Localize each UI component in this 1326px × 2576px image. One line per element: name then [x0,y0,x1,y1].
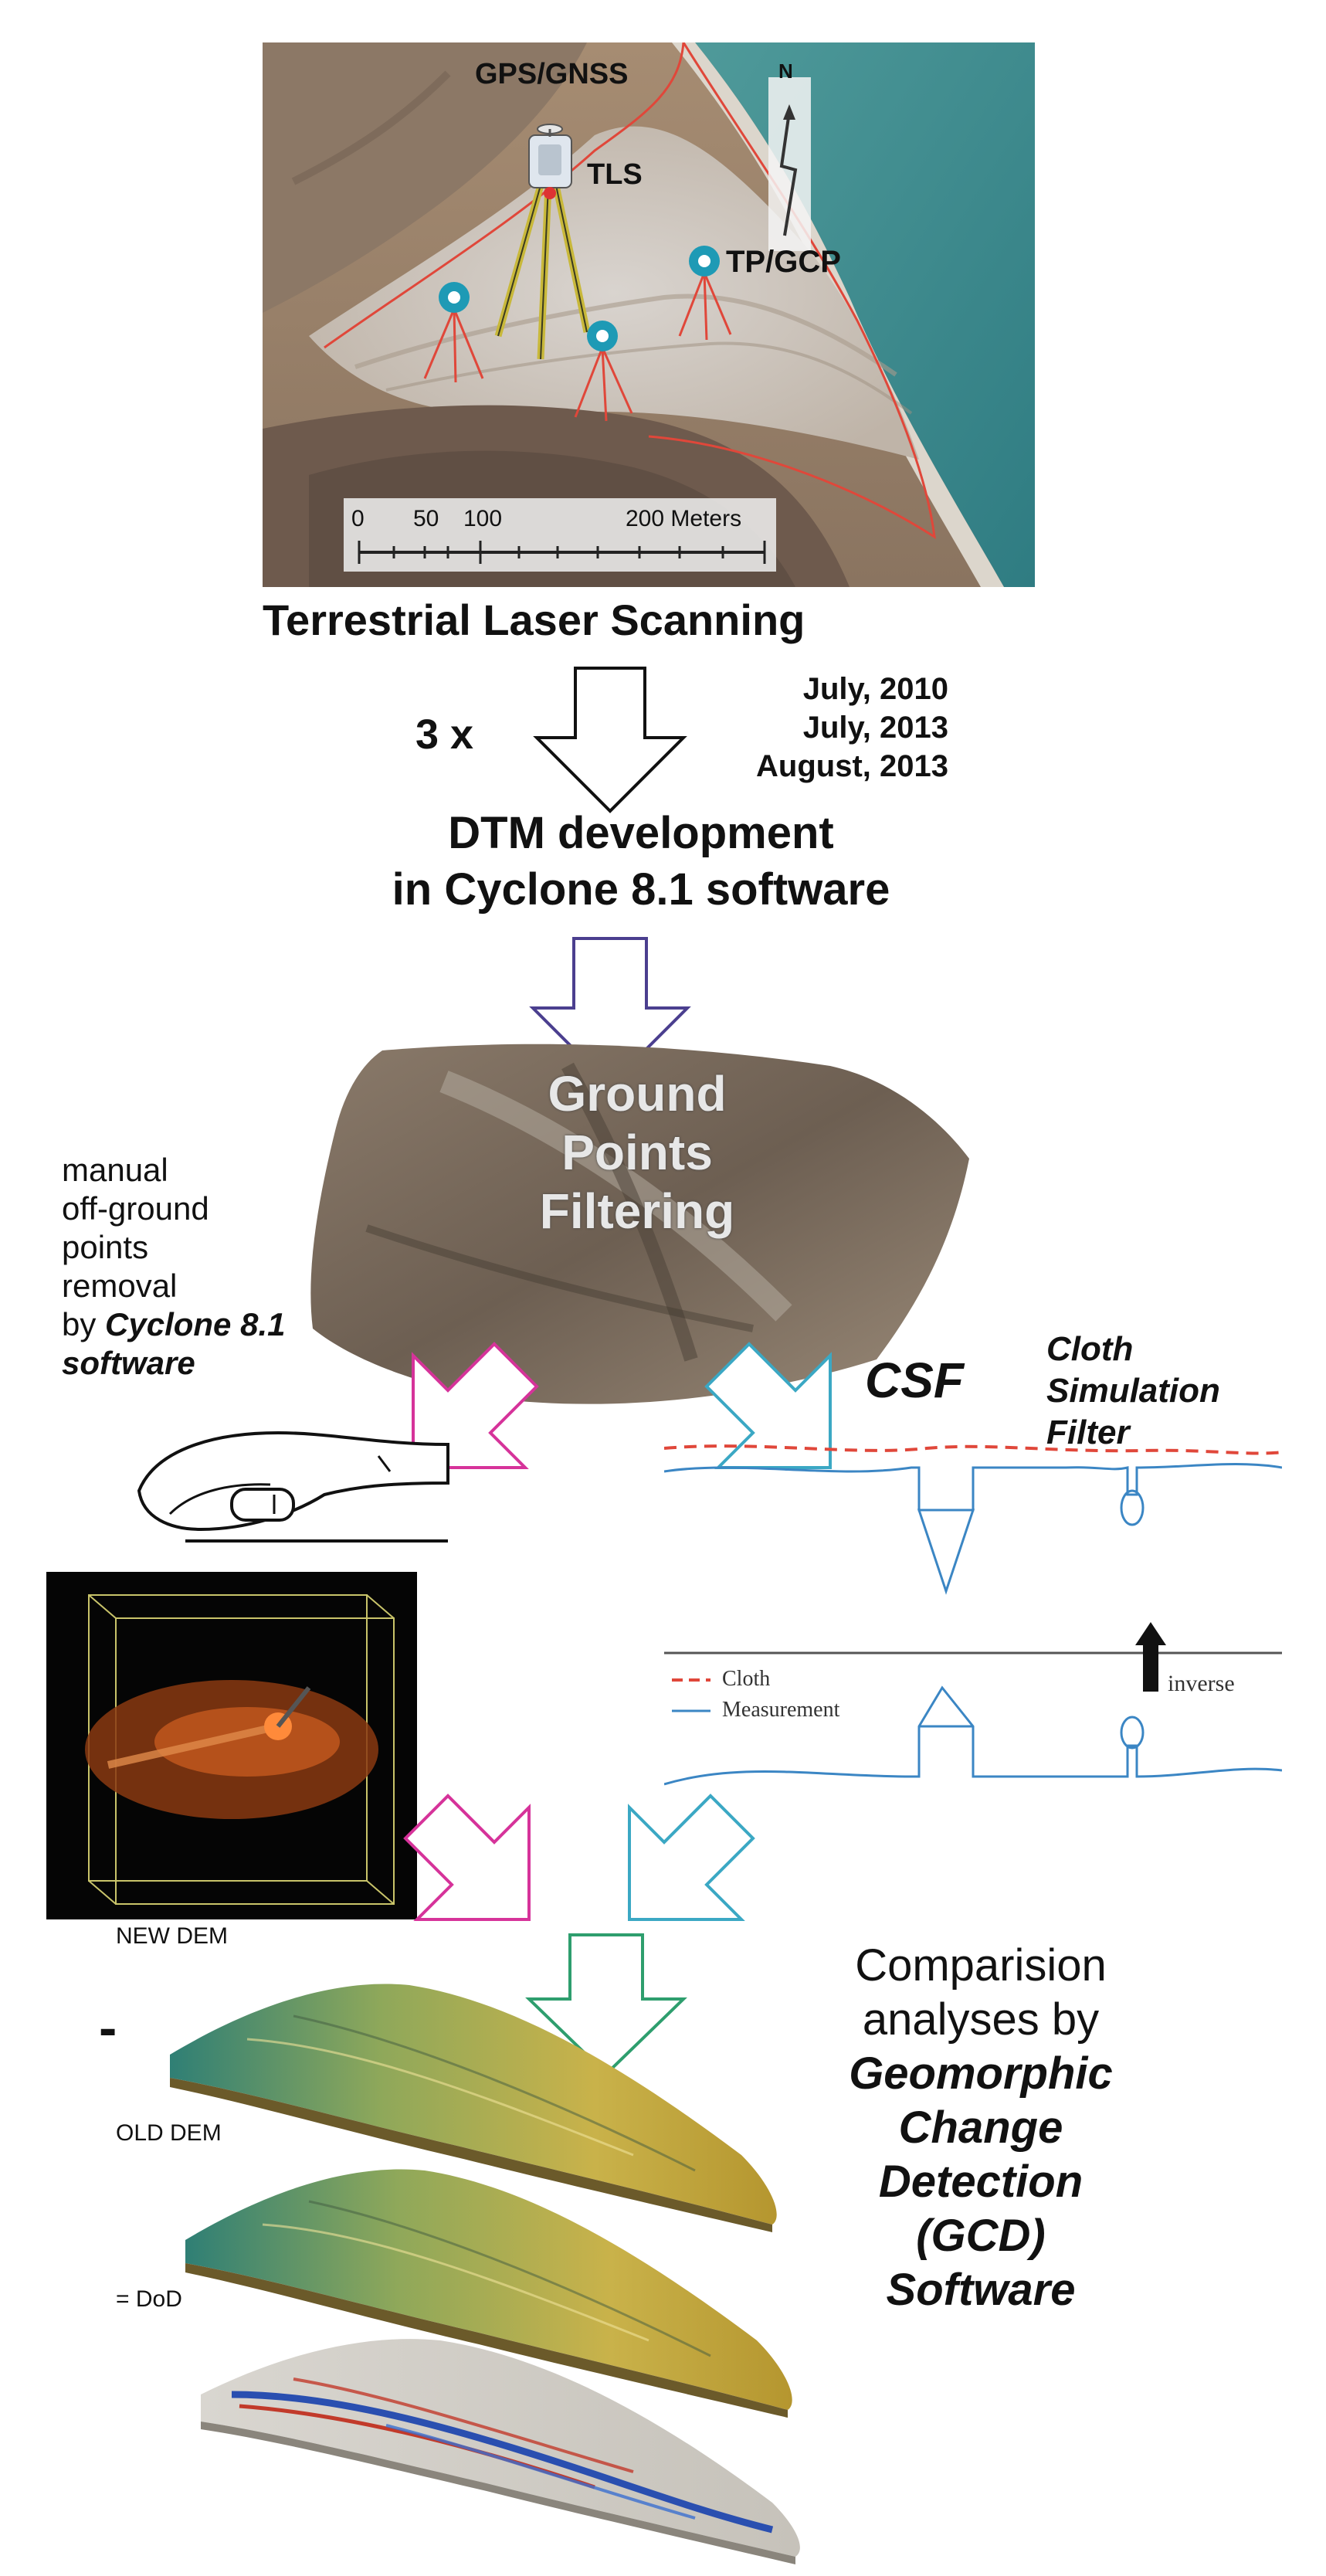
satellite-map: GPS/GNSS TLS TP/GCP N 0 50 100 200 Meter… [263,42,1035,587]
flow-arrow-down-2 [529,937,691,1088]
flow-arrow-down-3 [525,1933,687,2076]
dod-label: = DoD [116,2286,182,2312]
manual-line-2: off-ground [62,1190,209,1227]
comparison-line6: (GCD) [916,2211,1046,2261]
manual-line-3: points [62,1229,149,1265]
manual-software: software [62,1345,195,1381]
manual-cyclone: Cyclone 8.1 [105,1306,286,1342]
north-arrow-icon [768,77,811,251]
comparison-line7: Software [886,2265,1076,2315]
map-graphic [263,42,1035,587]
manual-line-1: manual [62,1152,168,1188]
dod-surface [201,2339,800,2564]
new-dem-surface [170,1984,777,2232]
scale-tick-50: 50 [413,506,439,531]
csf-name-line1: Cloth [1046,1330,1134,1368]
scale-bar [344,498,776,572]
manual-by: by [62,1306,97,1342]
old-dem-label: OLD DEM [116,2120,222,2146]
csf-name-line2: Simulation [1046,1372,1220,1410]
comparison-line3: Geomorphic [849,2048,1113,2099]
comparison-line2: analyses by [862,1994,1100,2045]
manual-3d-view [46,1572,417,1919]
scale-tick-200: 200 Meters [626,506,742,531]
dtm-title-line1: DTM development [448,808,834,858]
north-label: N [778,59,793,83]
filtering-title-line1: Ground [548,1066,727,1122]
scan-date-3: August, 2013 [756,749,948,783]
legend-measurement: Measurement [722,1698,840,1722]
comparison-line5: Detection [878,2157,1084,2207]
scan-count-label: 3 x [415,711,474,758]
csf-schematic [664,1444,1282,1786]
scan-date-2: July, 2013 [802,711,948,745]
comparison-line4: Change [898,2103,1063,2153]
comparison-text: Comparision analyses by Geomorphic Chang… [780,1939,1182,2317]
gps-gnss-label: GPS/GNSS [475,58,629,90]
point-cloud-image [310,1044,969,1404]
flow-arrow-csf-2 [628,1794,755,1921]
flow-arrow-csf-1 [704,1342,832,1469]
tls-label: TLS [587,158,643,191]
filtering-title-line2: Points [561,1125,713,1180]
manual-line-5: by Cyclone 8.1 [62,1305,285,1344]
tls-title: Terrestrial Laser Scanning [263,596,805,644]
inverse-label: inverse [1168,1671,1235,1696]
manual-line-4: removal [62,1268,178,1304]
tp-gcp-label: TP/GCP [726,245,841,279]
dtm-title-line2: in Cyclone 8.1 software [392,864,890,915]
flow-arrow-manual-2 [403,1794,531,1921]
flow-arrow-down-1 [533,667,687,813]
hand-mouse-icon [137,1431,449,1543]
scale-tick-100: 100 [463,506,503,531]
target-marker-3 [678,246,732,341]
target-marker-2 [574,321,633,422]
scale-tick-0: 0 [351,506,365,531]
old-dem-surface [185,2169,792,2418]
legend-cloth: Cloth [722,1667,771,1691]
csf-name: Cloth Simulation Filter [1046,1329,1220,1454]
comparison-line1: Comparision [855,1940,1107,1991]
target-marker-1 [423,282,484,383]
csf-name-line3: Filter [1046,1414,1130,1451]
minus-sign: - [99,1997,117,2058]
filtering-title: Ground Points Filtering [452,1064,822,1240]
dem-stack-graphic [170,1984,800,2564]
scan-date-1: July, 2010 [802,672,948,706]
manual-removal-text: manual off-ground points removal by Cycl… [62,1151,285,1383]
filtering-title-line3: Filtering [539,1183,735,1239]
csf-abbr: CSF [865,1352,964,1408]
new-dem-label: NEW DEM [116,1923,228,1949]
